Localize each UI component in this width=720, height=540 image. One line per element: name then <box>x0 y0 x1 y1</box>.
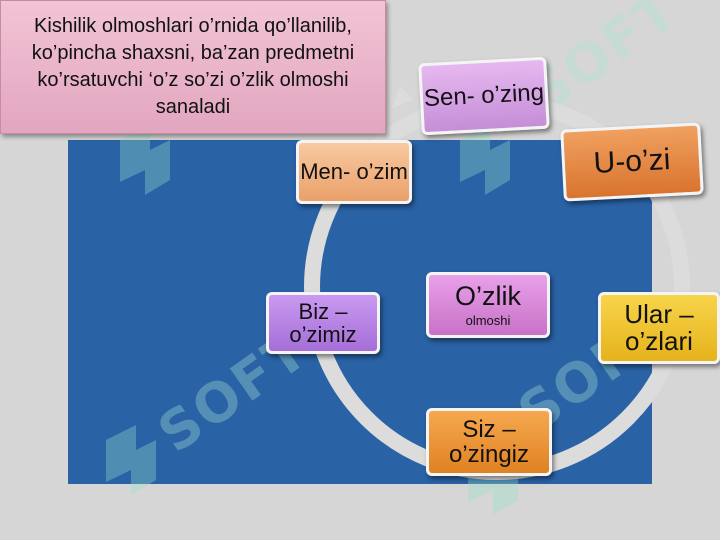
node-biz-ozimiz: Biz – o’zimiz <box>266 292 380 354</box>
node-siz-ozingiz: Siz – o’zingiz <box>426 408 552 476</box>
center-subtitle: olmoshi <box>465 313 511 329</box>
definition-caption: Kishilik olmoshlari o’rnida qo’llanilib,… <box>0 0 386 134</box>
cycle-arrowhead-icon <box>392 86 414 108</box>
center-node-ozlik-olmoshi: O’zlik olmoshi <box>426 272 550 338</box>
center-title: O’zlik <box>455 281 521 311</box>
node-men-ozim: Men- o’zim <box>296 140 412 204</box>
node-ular-ozlari: Ular – o’zlari <box>598 292 720 364</box>
node-sen-ozing: Sen- o’zing <box>418 56 550 136</box>
node-u-ozi: U-o’zi <box>560 122 704 202</box>
